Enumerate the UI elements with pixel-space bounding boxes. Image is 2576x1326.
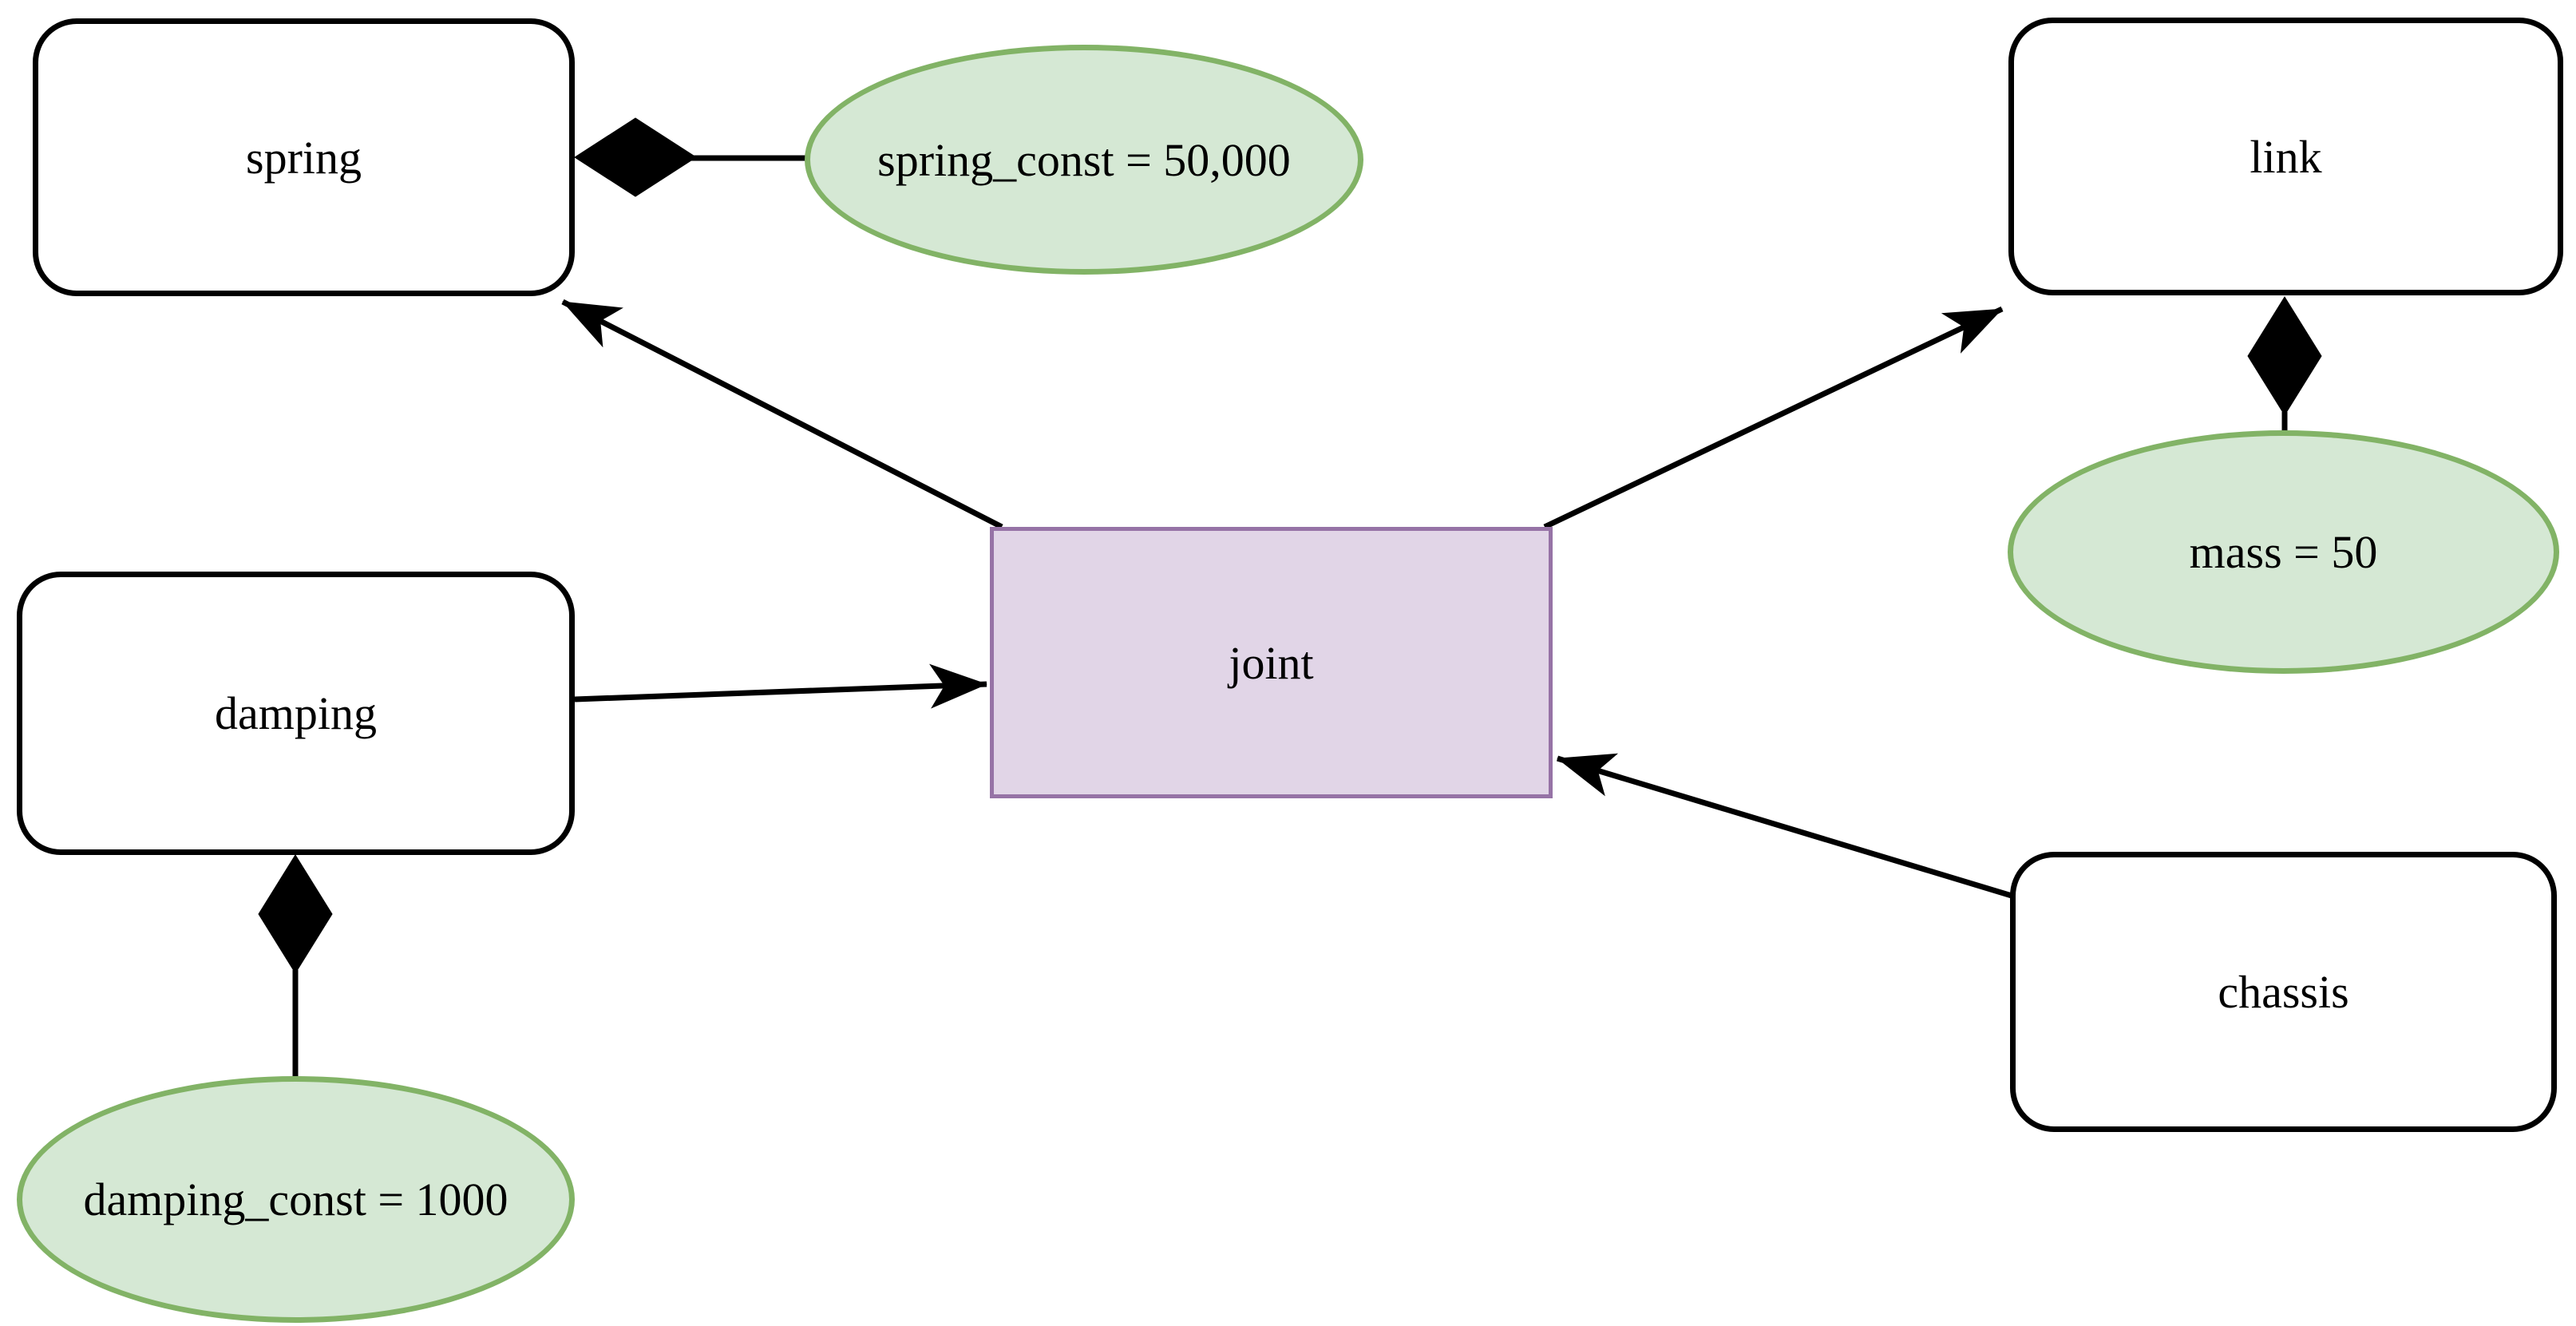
entity-damping-label: damping [215,687,377,739]
entity-spring-label: spring [246,131,362,184]
node-joint-label: joint [1229,636,1314,689]
attribute-spring-const-label: spring_const = 50,000 [877,133,1291,186]
entity-link[interactable]: link [2008,18,2563,295]
attribute-mass-label: mass = 50 [2189,526,2378,578]
entity-chassis[interactable]: chassis [2010,852,2557,1132]
node-joint[interactable]: joint [990,527,1553,798]
arrow-joint-to-link [1543,306,2004,530]
attribute-spring-const[interactable]: spring_const = 50,000 [805,45,1363,275]
entity-chassis-label: chassis [2218,966,2349,1018]
arrow-damping-to-joint [574,663,987,709]
arrow-joint-to-spring [561,299,1003,530]
composition-diamond-spring [574,117,697,197]
entity-damping[interactable]: damping [17,572,575,855]
attribute-damping-const-label: damping_const = 1000 [83,1174,508,1225]
composition-diamond-link [2247,296,2322,416]
attribute-damping-const[interactable]: damping_const = 1000 [17,1076,575,1323]
arrow-chassis-to-joint [1556,753,2013,899]
entity-link-label: link [2250,130,2322,183]
attribute-mass[interactable]: mass = 50 [2008,430,2559,674]
composition-diamond-damping [258,854,333,974]
entity-spring[interactable]: spring [33,18,575,296]
